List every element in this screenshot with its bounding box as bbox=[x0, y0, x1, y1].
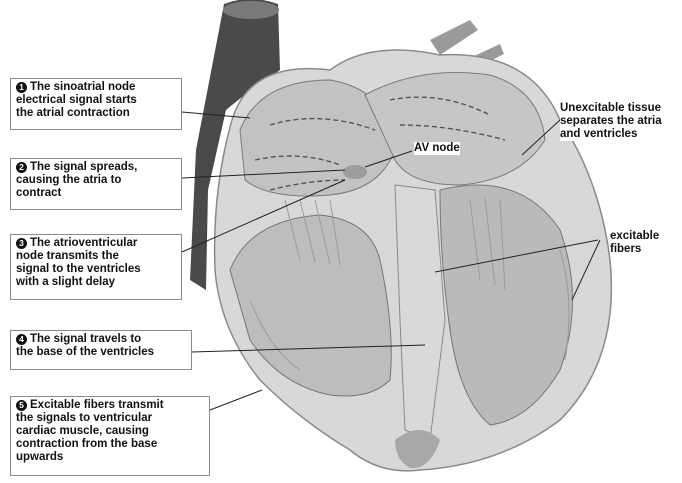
step-number: 5 bbox=[16, 400, 27, 411]
callout-text: Excitable fibers transmit the signals to… bbox=[16, 399, 164, 463]
callout-text: The sinoatrial node electrical signal st… bbox=[16, 81, 137, 119]
label-av-node: AV node bbox=[414, 142, 460, 155]
step-number: 2 bbox=[16, 162, 27, 173]
av-node-blob bbox=[343, 165, 367, 179]
step-number: 3 bbox=[16, 238, 27, 249]
callout-text: The signal travels to the base of the ve… bbox=[16, 333, 154, 358]
step-number: 1 bbox=[16, 82, 27, 93]
callout-text: The atrioventricular node transmits the … bbox=[16, 237, 141, 288]
label-excitable-fibers: excitable fibers bbox=[610, 230, 659, 256]
callout-text: The signal spreads, causing the atria to… bbox=[16, 161, 137, 199]
step-number: 4 bbox=[16, 334, 27, 345]
label-unexcitable-tissue: Unexcitable tissue separates the atria a… bbox=[560, 102, 682, 141]
